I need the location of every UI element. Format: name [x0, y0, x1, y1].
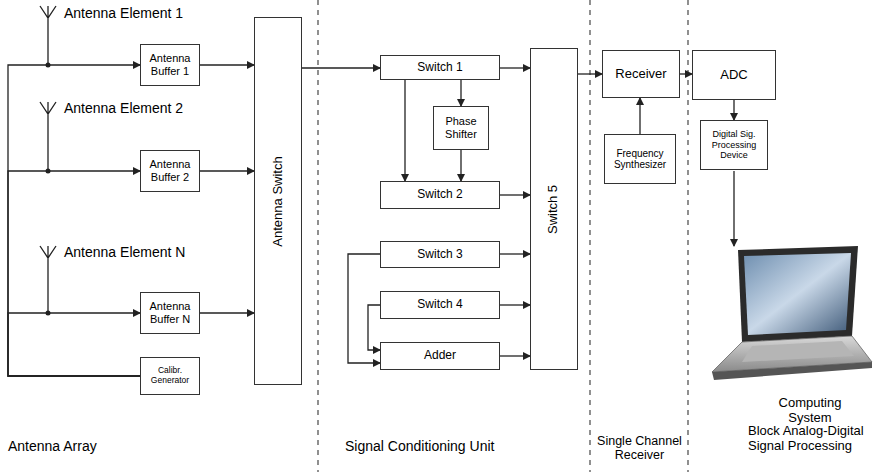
process-box: Switch 2	[380, 181, 500, 209]
box-label: Digital Sig. Processing Device	[703, 129, 765, 160]
section-label: Single Channel Receiver	[593, 434, 686, 463]
laptop-illustration	[712, 246, 872, 380]
section-label: Block Analog-Digital Signal Processing	[748, 424, 870, 454]
section-label: Antenna Element 1	[64, 5, 224, 21]
signal-connector	[302, 67, 380, 68]
process-box: ADC	[692, 50, 776, 100]
box-label: Antenna Buffer 2	[143, 158, 197, 183]
box-label: Switch 3	[417, 248, 462, 262]
process-box: Digital Sig. Processing Device	[700, 120, 768, 170]
box-label: Phase Shifter	[436, 115, 486, 140]
signal-connector	[500, 355, 530, 356]
signal-connector	[578, 73, 602, 74]
junction-dot	[46, 63, 51, 316]
box-label: ADC	[720, 68, 747, 83]
signal-connector	[500, 304, 530, 305]
process-box: Switch 3	[380, 241, 500, 268]
process-box: Antenna Buffer 1	[140, 44, 200, 86]
process-box: Receiver	[602, 50, 680, 98]
signal-connector	[200, 312, 254, 313]
process-box: Phase Shifter	[433, 106, 489, 150]
process-box: Antenna Buffer N	[140, 292, 200, 334]
signal-connector	[368, 305, 380, 350]
box-label: Switch 1	[417, 61, 462, 75]
signal-connector	[460, 150, 461, 181]
box-label: Frequency Synthesizer	[607, 148, 673, 171]
signal-connector	[200, 64, 254, 65]
box-label: Switch 2	[417, 188, 462, 202]
box-label: Antenna Buffer N	[143, 300, 197, 325]
signal-connector	[639, 98, 640, 134]
antenna-symbol	[40, 6, 56, 313]
section-label: Antenna Array	[8, 438, 148, 454]
process-box: Switch 5	[530, 48, 578, 370]
signal-connector	[200, 170, 254, 171]
section-label: Antenna Element 2	[64, 100, 224, 116]
section-label: Computing System	[765, 396, 855, 426]
process-box: Switch 1	[380, 55, 500, 80]
box-label: Antenna Switch	[271, 156, 286, 246]
process-box: Antenna Buffer 2	[140, 150, 200, 192]
section-divider	[318, 0, 688, 472]
output-arrow	[733, 171, 734, 246]
process-box: Frequency Synthesizer	[604, 134, 676, 184]
box-label: Adder	[424, 349, 456, 363]
signal-connector	[500, 253, 530, 254]
signal-connector	[500, 67, 530, 68]
process-box: Antenna Switch	[254, 17, 302, 385]
signal-connector	[8, 171, 140, 376]
signal-connector	[348, 254, 380, 363]
box-label: Switch 5	[547, 184, 562, 233]
box-label: Receiver	[615, 67, 666, 82]
signal-connector	[500, 194, 530, 195]
section-label: Antenna Element N	[64, 244, 224, 260]
process-box: Adder	[380, 342, 500, 370]
process-box: Switch 4	[380, 291, 500, 319]
box-label: Calibr. Generator	[143, 366, 197, 386]
box-label: Antenna Buffer 1	[143, 52, 197, 77]
signal-connector	[460, 80, 461, 106]
section-label: Signal Conditioning Unit	[345, 438, 545, 454]
signal-connector	[404, 80, 405, 181]
box-label: Switch 4	[417, 298, 462, 312]
signal-connector	[8, 313, 140, 376]
signal-connector	[680, 73, 692, 74]
signal-connector	[733, 100, 734, 120]
process-box: Calibr. Generator	[140, 357, 200, 395]
